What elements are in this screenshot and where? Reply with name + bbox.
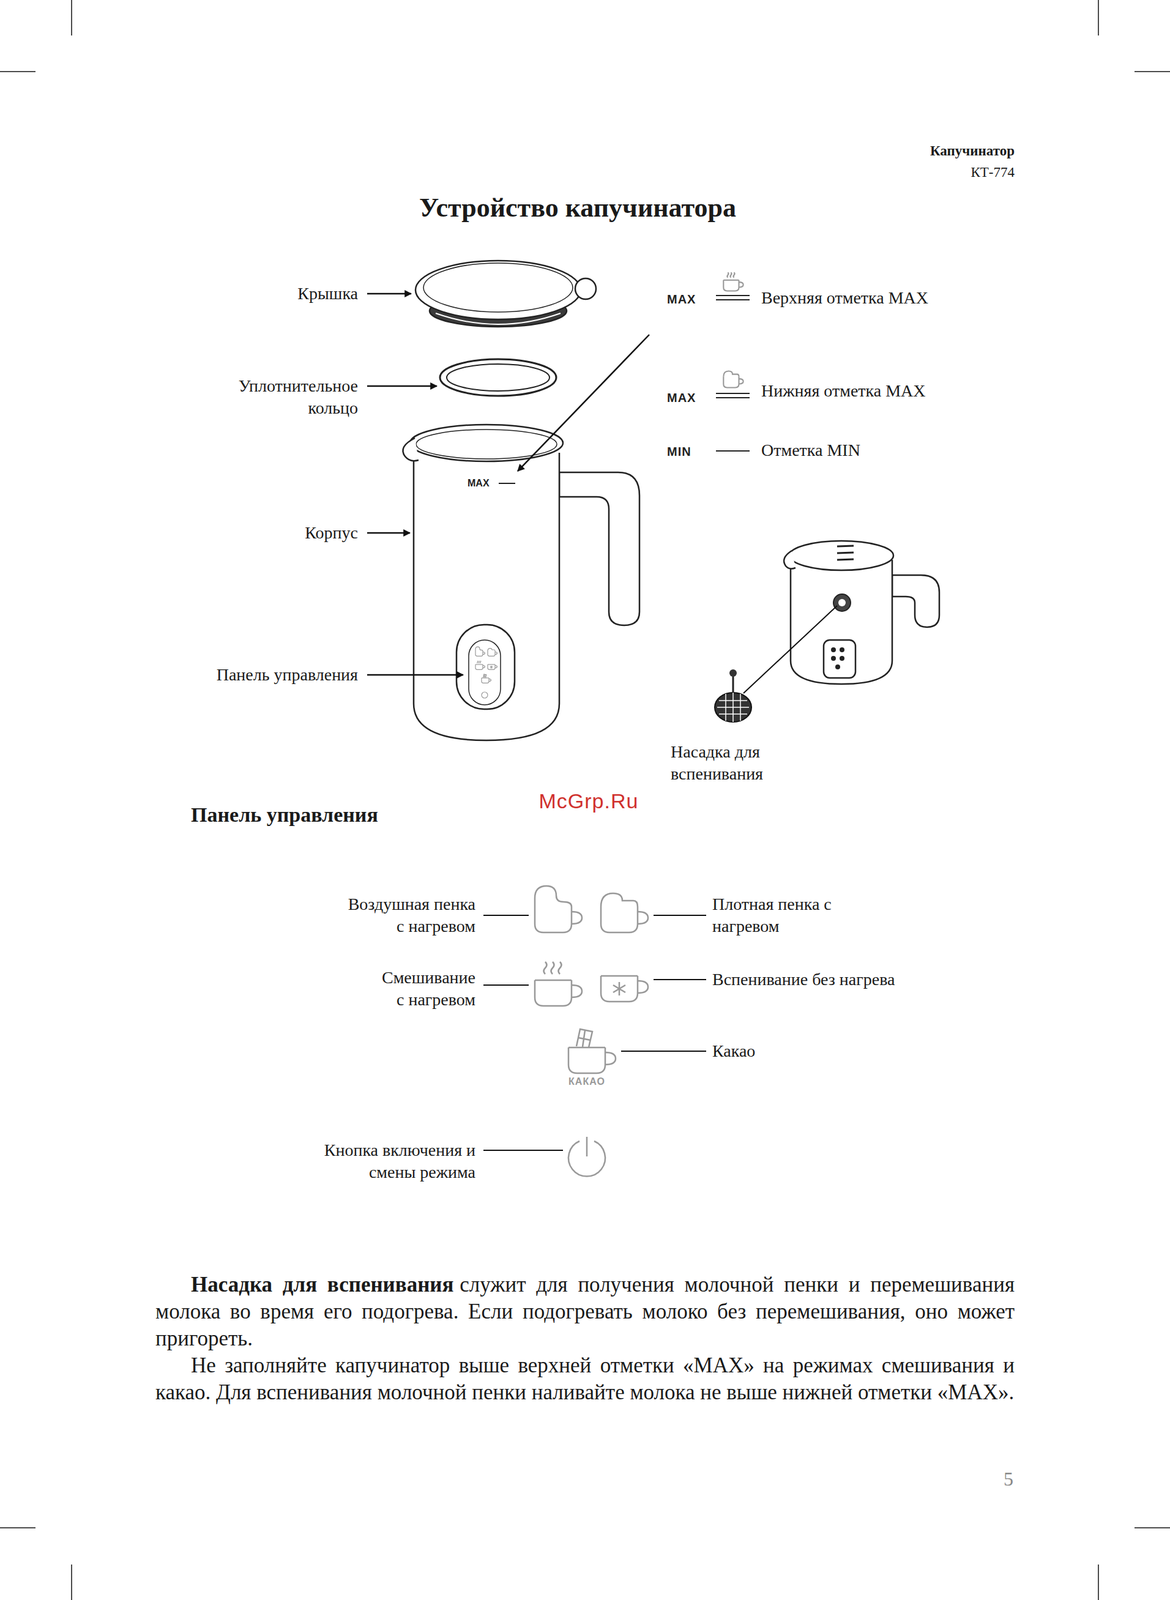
paragraph: Не заполняйте капучинатор выше верхней о… bbox=[155, 1352, 1015, 1407]
button-label: Кнопка включения и смены режима bbox=[316, 1139, 476, 1184]
part-label: Насадка для вспенивания bbox=[670, 741, 794, 786]
mode-label: Какао bbox=[712, 1040, 835, 1063]
part-label: Уплотнительное кольцо bbox=[211, 375, 358, 420]
mode-label: Плотная пенка с нагревом bbox=[712, 893, 835, 938]
running-header: Капучинатор bbox=[830, 141, 1015, 161]
level-mark: MIN bbox=[666, 443, 714, 461]
icon-caption: КАКАО bbox=[556, 1075, 618, 1089]
paragraph: Насадка для вспениванияслужит для получе… bbox=[155, 1271, 1015, 1353]
page-title: Устройство капучинатора bbox=[210, 190, 945, 226]
mode-label: Воздушная пенка с нагревом bbox=[340, 893, 476, 938]
part-label: Панель управления bbox=[156, 663, 358, 686]
mode-label: Смешивание с нагревом bbox=[377, 966, 476, 1011]
watermark: McGrp.Ru bbox=[496, 788, 681, 814]
part-label: Крышка bbox=[235, 282, 358, 305]
level-mark: MAX bbox=[666, 389, 714, 407]
mark-label: Нижняя отметка MAX bbox=[761, 380, 1019, 403]
mark-label: Верхняя отметка MAX bbox=[761, 286, 1019, 310]
mode-label: Вспенивание без нагрева bbox=[712, 968, 970, 991]
model-number: КТ-774 bbox=[830, 163, 1015, 182]
part-label: Корпус bbox=[235, 521, 358, 545]
section-heading: Панель управления bbox=[190, 801, 559, 829]
page-number: 5 bbox=[977, 1466, 1040, 1492]
mark-label: Отметка MIN bbox=[761, 439, 1019, 462]
level-mark: MAX bbox=[467, 476, 499, 491]
level-mark: MAX bbox=[666, 290, 714, 308]
bold-term: Насадка для вспенивания bbox=[190, 1272, 454, 1297]
